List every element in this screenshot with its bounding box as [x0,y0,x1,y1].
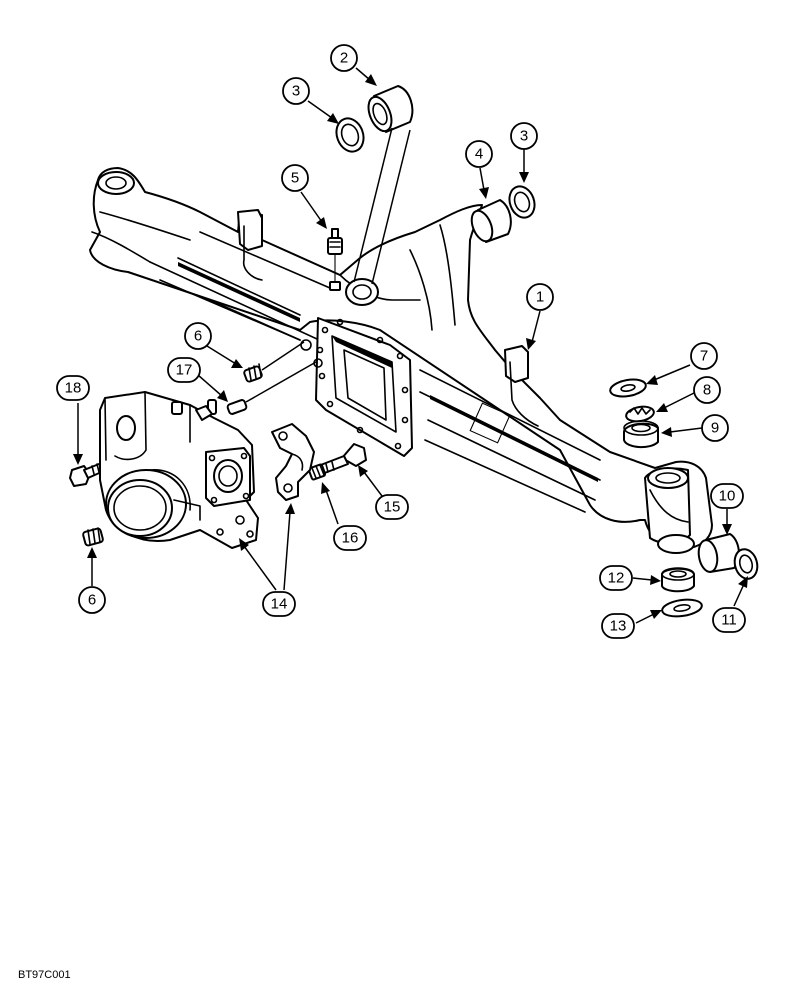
callout-3-right: 3 [510,122,538,150]
callout-label: 9 [711,420,719,437]
callout-label: 6 [88,592,96,609]
plug-6-upper [243,363,263,383]
callout-label: 12 [608,570,625,587]
seal-3-right [508,185,536,219]
seal-3-left [335,117,365,153]
callout-label: 7 [700,348,708,365]
callout-label: 8 [703,382,711,399]
callout-3-left: 3 [282,77,310,105]
callout-13: 13 [601,613,635,639]
lock-washer-8 [625,405,655,423]
callout-label: 13 [610,618,627,635]
callout-label: 3 [292,83,300,100]
washer-13 [661,598,703,618]
callout-15: 15 [375,494,409,520]
callout-label: 18 [65,380,82,397]
bearing-12 [661,567,695,593]
insert-16 [307,463,327,481]
callout-label: 2 [340,50,348,67]
callout-label: 16 [342,530,359,547]
callout-11: 11 [712,607,746,633]
callout-4: 4 [465,140,493,168]
callout-10: 10 [710,483,744,509]
differential-housing-14 [99,391,259,549]
callout-label: 5 [291,170,299,187]
callout-label: 3 [520,128,528,145]
callout-18: 18 [56,375,90,401]
callout-label: 11 [721,612,737,629]
callout-17: 17 [167,357,201,383]
bushing-10 [697,533,740,573]
callout-label: 17 [176,362,193,379]
callout-label: 1 [536,289,544,306]
plug-6-lower [82,527,104,547]
callout-label: 14 [271,596,288,613]
dowel-pin-17 [226,399,248,415]
callout-16: 16 [333,525,367,551]
bolt-15 [317,443,367,475]
callout-6-upper: 6 [184,322,212,350]
callout-14: 14 [262,591,296,617]
bearing-9 [623,420,659,448]
washer-7 [609,378,647,398]
seal-11 [733,548,759,580]
callout-label: 6 [194,328,202,345]
axle-housing [89,167,713,554]
callout-9: 9 [701,414,729,442]
bushing-2 [367,85,414,133]
bearing-cap-14 [271,423,315,501]
callout-2: 2 [330,44,358,72]
callout-6-lower: 6 [78,586,106,614]
callout-7: 7 [690,342,718,370]
callout-12: 12 [599,565,633,591]
callout-label: 10 [719,488,736,505]
leader-lines [73,67,748,624]
callout-label: 4 [475,146,483,163]
bushing-4 [470,199,512,243]
figure-code: BT97C001 [18,969,71,981]
callout-5: 5 [281,164,309,192]
callout-8: 8 [693,376,721,404]
callout-label: 15 [384,499,401,516]
grease-fitting-5 [327,228,343,291]
callout-1: 1 [526,283,554,311]
